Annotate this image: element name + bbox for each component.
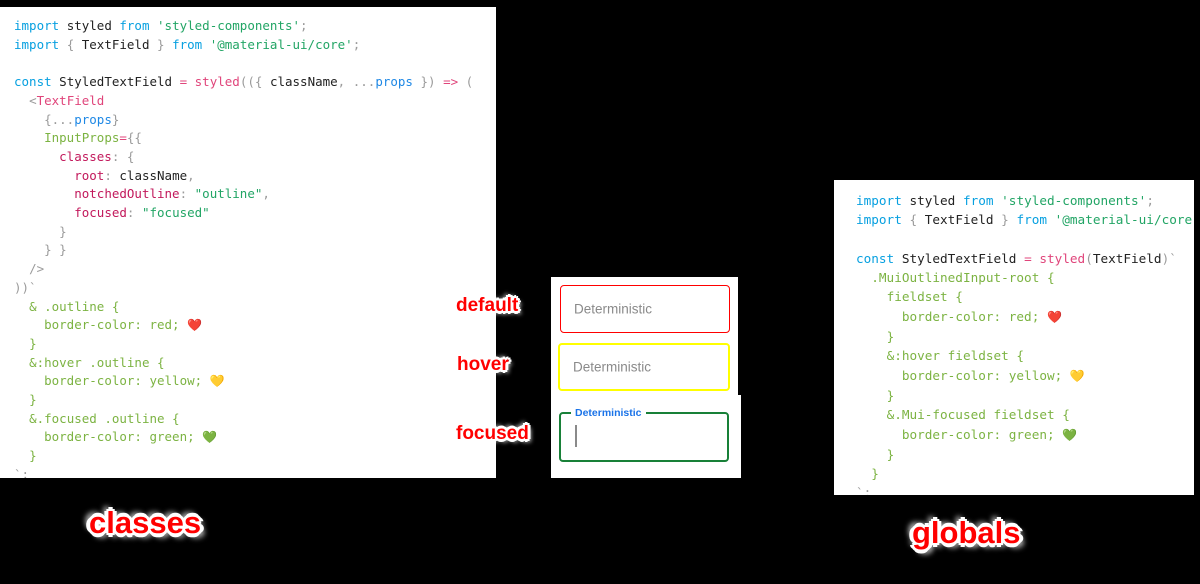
textfield-default-text: Deterministic: [574, 301, 653, 317]
textfield-focused-label: Deterministic: [571, 407, 646, 419]
textfield-default[interactable]: Deterministic: [560, 285, 730, 333]
annotation-default: default: [456, 295, 519, 316]
textfield-hover[interactable]: Deterministic: [558, 343, 730, 391]
annotation-hover: hover: [457, 354, 509, 375]
classes-code-block: import styled from 'styled-components'; …: [14, 18, 474, 478]
annotation-focused: focused: [456, 423, 529, 444]
globals-code-block: import styled from 'styled-components'; …: [856, 193, 1194, 495]
globals-code-panel: import styled from 'styled-components'; …: [834, 180, 1194, 495]
caption-classes: classes: [89, 505, 202, 540]
caption-globals: globals: [912, 515, 1021, 550]
classes-code-panel: import styled from 'styled-components'; …: [0, 7, 496, 478]
textfield-hover-text: Deterministic: [573, 359, 652, 375]
textfield-focused[interactable]: Deterministic: [559, 407, 729, 462]
text-caret: [575, 425, 577, 447]
